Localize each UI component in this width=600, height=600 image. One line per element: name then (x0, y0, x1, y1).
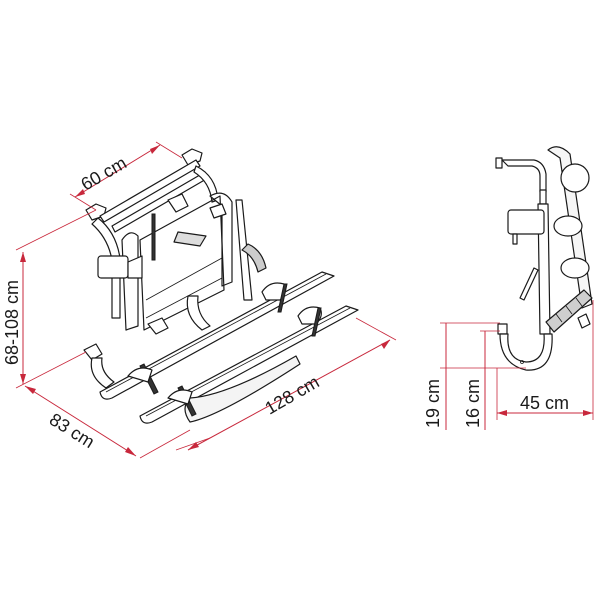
dimension-lines-side (440, 300, 594, 430)
hook (499, 333, 553, 371)
bike-rack-perspective (83, 148, 359, 424)
side-wheel-holder-mid (553, 215, 583, 237)
side-wheel-holder-low (560, 257, 590, 279)
bike-rack-side-view (495, 146, 593, 371)
dimension-lines-perspective (15, 141, 397, 459)
side-wheel-holder-top (560, 163, 590, 193)
side-view-box (507, 209, 545, 235)
rail-1 (99, 271, 335, 400)
side-box (97, 255, 129, 279)
rail-2 (139, 305, 359, 424)
side-brace (545, 289, 593, 333)
dim-line-83cm (24, 385, 137, 457)
hook-tip (497, 323, 508, 335)
label-hook-height-inner: 16 cm (463, 378, 483, 428)
label-height: 68-108 cm (2, 279, 22, 365)
label-side-depth: 45 cm (520, 393, 570, 413)
dim-line-128cm (187, 339, 391, 451)
lower-mount-left (83, 343, 103, 361)
label-hook-height-outer: 19 cm (423, 378, 443, 428)
dim-line-60cm (74, 144, 161, 198)
left-arm (91, 217, 121, 319)
